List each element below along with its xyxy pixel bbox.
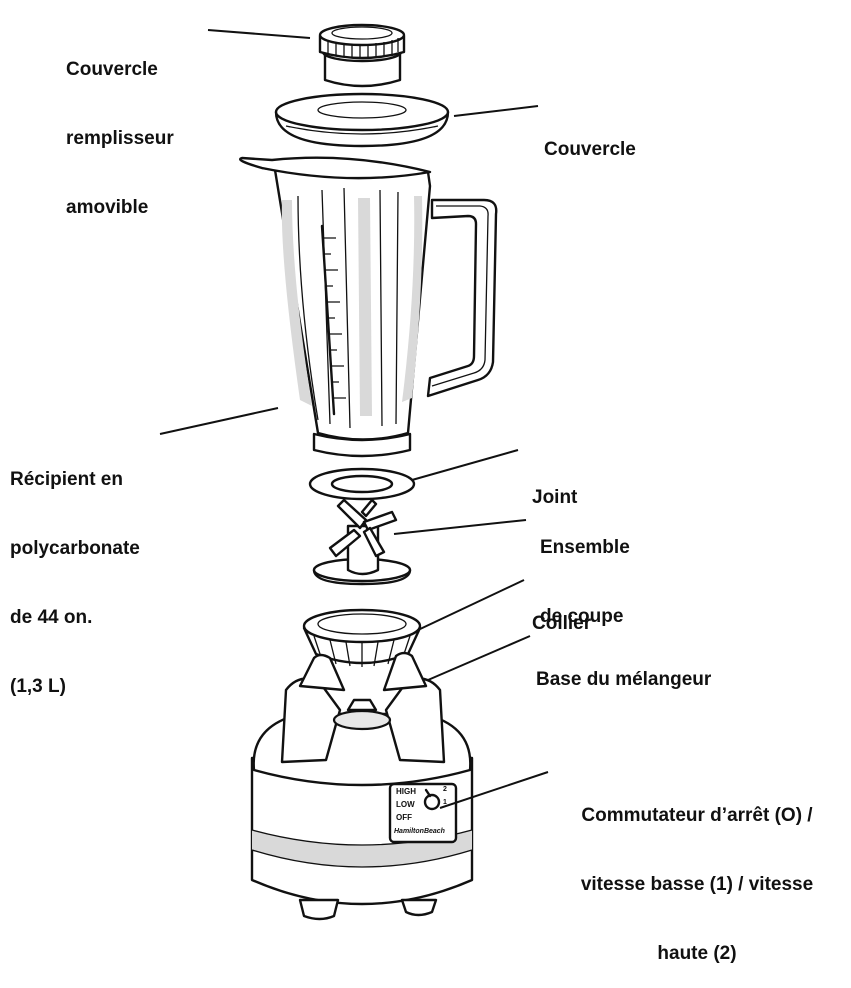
switch-panel-pos2: 2 (443, 786, 447, 794)
switch-panel-low: LOW (396, 800, 415, 809)
label-jar-line-1: Récipient en (10, 468, 140, 491)
blender-exploded-diagram: HIGH LOW OFF 2 1 HamiltonBeach Couvercle… (0, 0, 851, 945)
label-switch-line-1: Commutateur d’arrêt (O) / (552, 804, 842, 827)
label-filler-cap-line-3: amovible (66, 196, 174, 219)
label-jar-line-4: (1,3 L) (10, 675, 140, 698)
label-jar: Récipient en polycarbonate de 44 on. (1,… (10, 422, 140, 721)
label-switch: Commutateur d’arrêt (O) / vitesse basse … (552, 758, 842, 988)
label-jar-line-2: polycarbonate (10, 537, 140, 560)
label-lid: Couvercle (544, 92, 636, 184)
lid-illustration (276, 94, 448, 146)
label-filler-cap-line-2: remplisseur (66, 127, 174, 150)
jar-illustration (240, 158, 496, 456)
switch-panel-pos1: 1 (443, 799, 447, 807)
label-base-line-1: Base du mélangeur (536, 668, 711, 691)
filler-cap-illustration (320, 25, 404, 86)
label-jar-line-3: de 44 on. (10, 606, 140, 629)
blender-base-illustration (252, 653, 472, 919)
switch-panel-high: HIGH (396, 787, 416, 796)
label-switch-line-3: haute (2) (552, 942, 842, 965)
gasket-illustration (310, 469, 414, 499)
label-base: Base du mélangeur (536, 622, 711, 714)
label-filler-cap-line-1: Couvercle (66, 58, 174, 81)
blade-assembly-illustration (314, 500, 410, 584)
label-lid-line-1: Couvercle (544, 138, 636, 161)
label-filler-cap: Couvercle remplisseur amovible (66, 12, 174, 242)
switch-panel-brand: HamiltonBeach (394, 828, 445, 836)
switch-panel-off: OFF (396, 813, 412, 822)
label-blade-assembly-line-1: Ensemble (540, 536, 630, 559)
label-switch-line-2: vitesse basse (1) / vitesse (552, 873, 842, 896)
